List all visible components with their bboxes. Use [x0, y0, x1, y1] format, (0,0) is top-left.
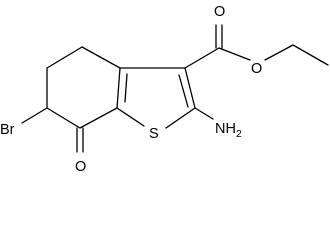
bond-c7-c8 — [46, 107, 81, 129]
ketone-oxygen-label: O — [75, 159, 86, 175]
molecule-structure: Br O S NH2 O O — [0, 4, 329, 175]
bond-c5-c6 — [46, 46, 83, 69]
bond-s-c8a — [116, 107, 145, 127]
bond-c3-c2 — [184, 67, 196, 109]
bond-c3-ccarbonyl — [184, 47, 220, 69]
amino-subscript: 2 — [236, 128, 242, 140]
bond-c4-c5 — [81, 46, 121, 69]
bond-c8a-c3a — [116, 67, 121, 109]
bond-c2-n — [194, 107, 214, 120]
carbonyl-oxygen-label: O — [214, 4, 225, 20]
sulfur-label: S — [149, 126, 159, 142]
bond-ch2-ch3 — [292, 44, 329, 66]
bond-ccarbonyl-oester — [218, 47, 251, 61]
amino-label: NH2 — [215, 121, 242, 140]
amino-n-text: NH — [215, 121, 236, 137]
bond-c8a-c3a-double — [124, 73, 128, 103]
bromine-label: Br — [0, 122, 15, 138]
thiophene-ring-bonds — [116, 67, 196, 129]
ester-oxygen-label: O — [251, 61, 262, 77]
bond-c2-s — [165, 107, 196, 129]
bond-oester-ch2 — [264, 44, 294, 61]
bond-c3-c2-double — [178, 74, 189, 108]
bond-c8-c8a — [79, 107, 118, 129]
cyclohexane-ring-bonds — [46, 46, 128, 129]
bond-c7-br — [21, 107, 48, 124]
